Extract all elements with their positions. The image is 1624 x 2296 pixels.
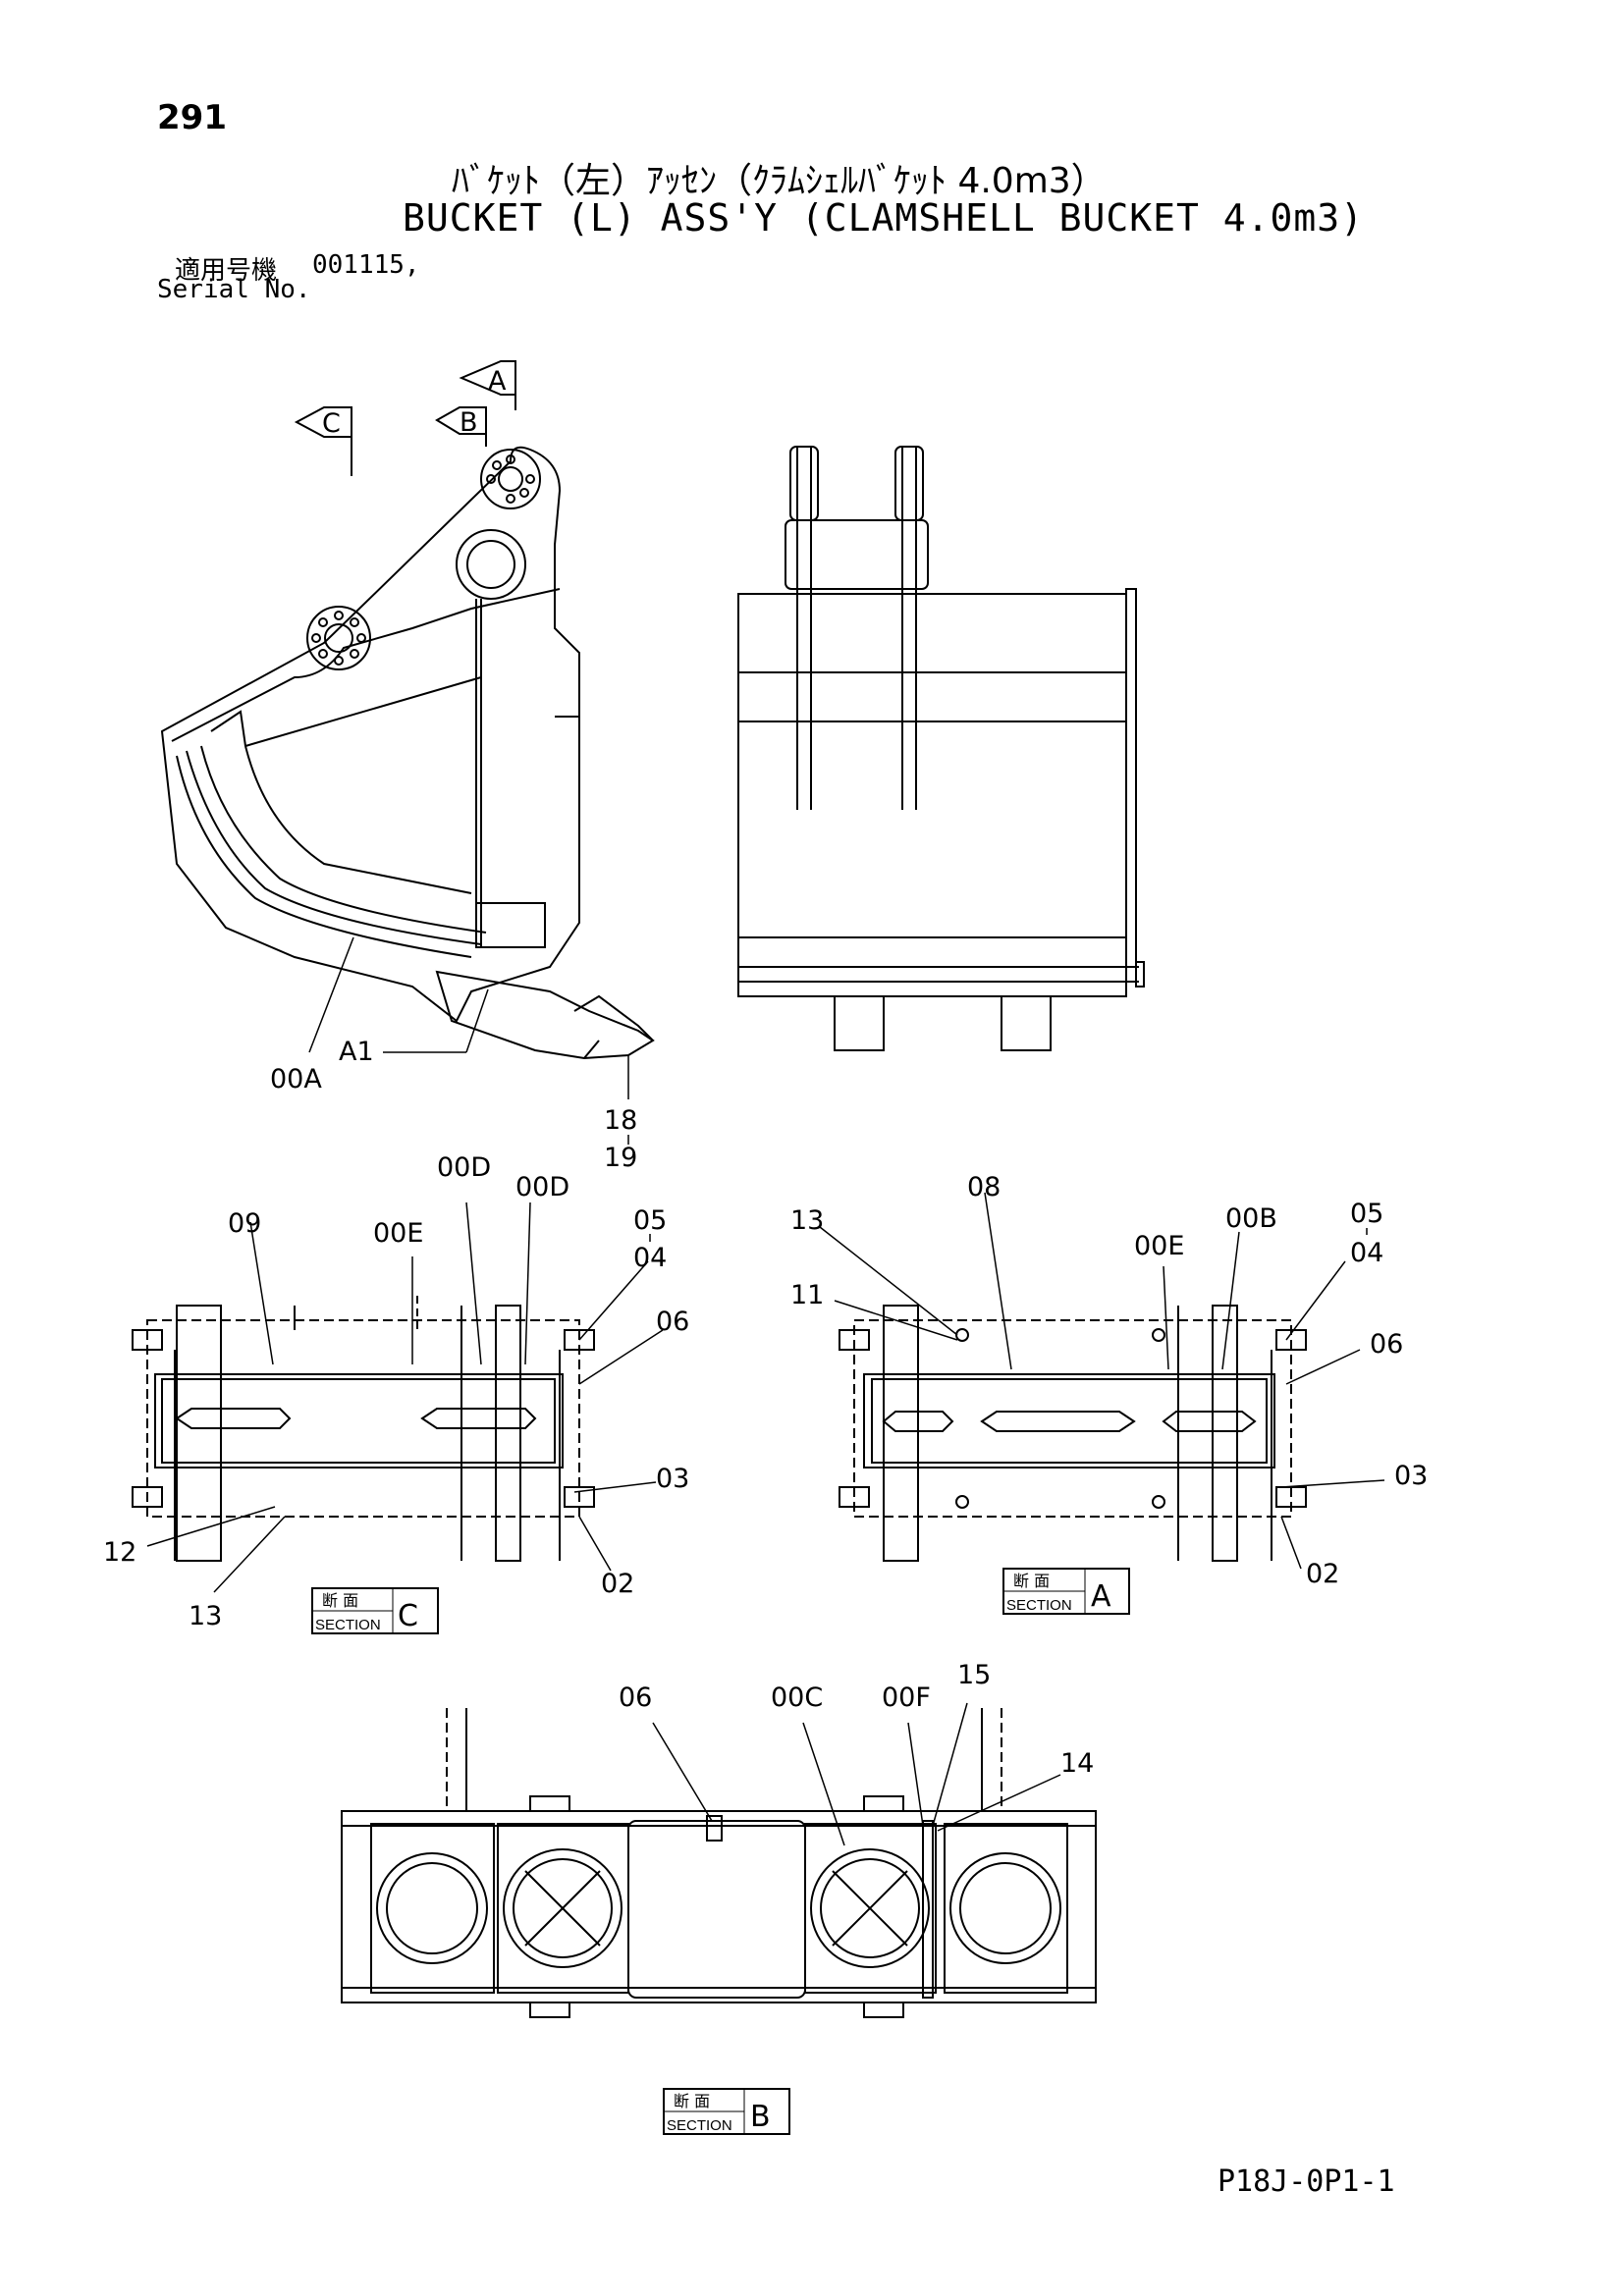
section-b-callout-15: 15 — [957, 1660, 991, 1690]
section-b-leaders — [652, 1702, 1061, 1846]
callout-19: 19 — [604, 1143, 637, 1173]
section-a-label-box: 断 面 SECTION A — [1002, 1568, 1130, 1615]
section-a-callout-05: 05 — [1350, 1199, 1383, 1229]
section-a-callout-00b: 00B — [1225, 1203, 1277, 1234]
section-c-callout-02: 02 — [601, 1569, 634, 1599]
section-b-label-jp: 断 面 — [674, 2092, 710, 2110]
section-a-callout-02: 02 — [1306, 1559, 1339, 1589]
section-a-label-jp: 断 面 — [1013, 1572, 1050, 1590]
section-b-letter: B — [750, 2100, 771, 2134]
callout-00a: 00A — [270, 1064, 322, 1095]
section-b-label-box: 断 面 SECTION B — [663, 2088, 790, 2135]
bucket-side-view — [160, 446, 655, 1060]
section-b-callout-14: 14 — [1060, 1748, 1094, 1779]
view-marker-c: C — [294, 406, 352, 476]
view-marker-c-label: C — [322, 408, 341, 439]
section-a-leaders — [819, 1192, 1385, 1570]
section-c-label-jp: 断 面 — [322, 1591, 358, 1610]
title-japanese: ﾊﾞｹｯﾄ（左）ｱｯｾﾝ（ｸﾗﾑｼｪﾙﾊﾞｹｯﾄ 4.0m3） — [452, 161, 1107, 201]
section-c-callout-09: 09 — [228, 1208, 261, 1239]
section-a-callout-08: 08 — [967, 1172, 1001, 1202]
section-c-callout-00e: 00E — [373, 1218, 423, 1249]
serial-label-english: Serial No. — [157, 275, 311, 304]
section-a-callout-00e: 00E — [1134, 1231, 1184, 1261]
section-a-callout-11: 11 — [790, 1280, 824, 1310]
section-a-callout-03: 03 — [1394, 1461, 1428, 1491]
section-c-callout-13: 13 — [189, 1601, 222, 1631]
section-c-label-en: SECTION — [315, 1617, 381, 1633]
section-c-callout-06: 06 — [656, 1307, 689, 1337]
section-b-callout-00f: 00F — [882, 1682, 931, 1713]
view-marker-b: B — [435, 406, 487, 447]
section-a-drawing — [839, 1305, 1307, 1562]
section-c-callout-00d-1: 00D — [437, 1152, 491, 1183]
section-c-callout-00d-2: 00D — [515, 1172, 569, 1202]
bucket-front-view — [737, 446, 1145, 1051]
serial-label-japanese: 適用号機 — [175, 256, 278, 286]
section-a-callout-06: 06 — [1370, 1329, 1403, 1360]
callout-a1: A1 — [339, 1037, 374, 1067]
section-b-label-en: SECTION — [667, 2117, 732, 2134]
section-c-callout-12: 12 — [103, 1537, 136, 1568]
page-number: 291 — [157, 98, 227, 137]
view-marker-b-label: B — [460, 407, 478, 438]
section-c-letter: C — [398, 1599, 418, 1633]
serial-number-value: 001115, — [312, 250, 420, 280]
section-a-label-en: SECTION — [1006, 1597, 1072, 1614]
section-c-label-box: 断 面 SECTION C — [311, 1587, 439, 1634]
drawing-code: P18J-0P1-1 — [1218, 2164, 1395, 2199]
section-b-drawing — [341, 1708, 1097, 2018]
view-marker-a: A — [459, 360, 516, 410]
section-b-callout-06: 06 — [619, 1682, 652, 1713]
title-english: BUCKET (L) ASS'Y (CLAMSHELL BUCKET 4.0m3… — [403, 196, 1364, 240]
section-a-callout-04: 04 — [1350, 1238, 1383, 1268]
view-marker-a-label: A — [488, 366, 507, 397]
section-a-callout-13: 13 — [790, 1205, 824, 1236]
section-c-callout-05: 05 — [633, 1205, 667, 1236]
bucket-side-view-leaders — [308, 936, 629, 1099]
section-b-callout-00c: 00C — [771, 1682, 823, 1713]
section-c-callout-04: 04 — [633, 1243, 667, 1273]
section-c-leaders — [146, 1201, 664, 1593]
section-a-letter: A — [1091, 1579, 1111, 1614]
section-c-drawing — [132, 1296, 595, 1562]
section-c-callout-03: 03 — [656, 1464, 689, 1494]
callout-18: 18 — [604, 1105, 637, 1136]
